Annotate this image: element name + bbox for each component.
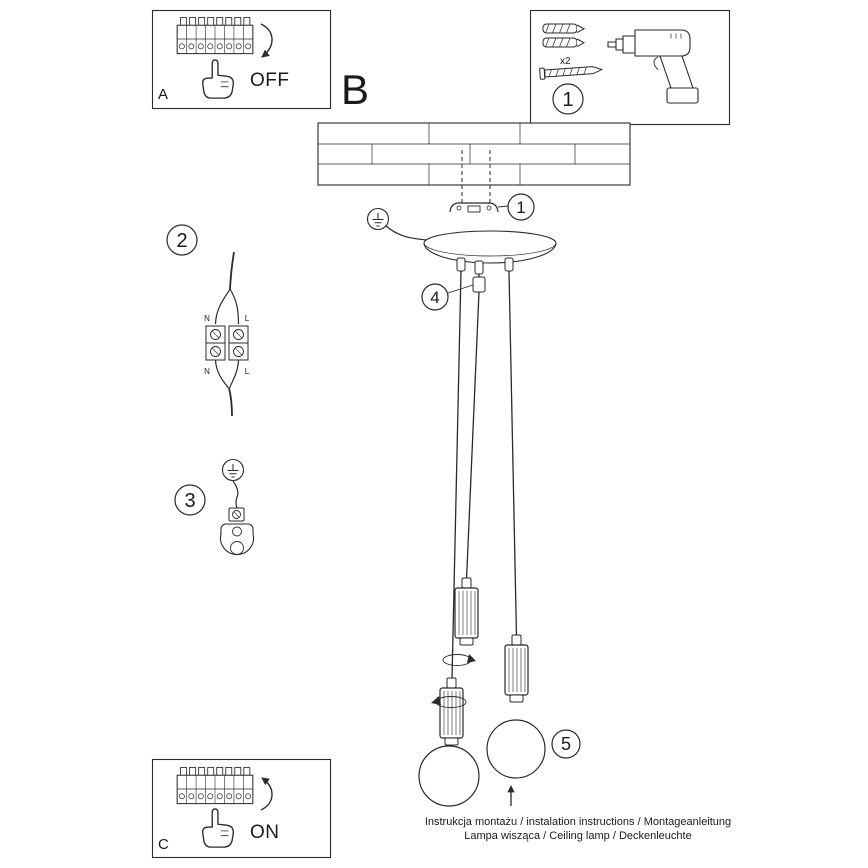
drill-icon: [607, 29, 699, 104]
wire-label-n-bottom: N: [204, 367, 210, 376]
footer-line2: Lampa wisząca / Ceiling lamp / Deckenleu…: [464, 830, 691, 842]
ceiling-canopy: [423, 230, 557, 275]
mounting-screws-dashed: [461, 150, 491, 203]
rotate-arrowhead-2: [431, 696, 441, 705]
step1-leader-line: [497, 205, 509, 208]
lamp-holder-right: [504, 634, 529, 703]
off-label: OFF: [250, 70, 290, 91]
mounting-bracket-group: 1: [449, 150, 535, 221]
terminal-block: [205, 325, 249, 361]
wire-label-n-top: N: [204, 314, 210, 323]
wiring-diagram: 2 N L N L: [166, 224, 250, 417]
step-number-bulb: 5: [551, 729, 581, 759]
ground-clamp-icon: [219, 523, 255, 556]
wall-anchor-icon: [542, 23, 586, 34]
flip-down-arrow-icon: [260, 23, 273, 58]
svg-text:1: 1: [516, 198, 525, 217]
lamp-holder-middle: [454, 577, 479, 646]
earth-symbol-icon: [366, 207, 390, 231]
split-wires-top: [214, 288, 240, 325]
split-wires-bottom: [214, 359, 240, 389]
supply-cable-bottom: [228, 387, 233, 417]
cord-grip-middle: [474, 260, 484, 275]
on-label: ON: [250, 822, 280, 843]
footer-line1: Instrukcja montażu / instalation instruc…: [425, 816, 731, 828]
rotate-arrow-icon-1: [442, 654, 472, 666]
cord-grip-left: [456, 257, 466, 272]
lamp-holders: [439, 577, 529, 746]
cord-grip-right: [504, 257, 514, 272]
wire-label-l-bottom: L: [245, 367, 250, 376]
section-c-frame: [151, 758, 332, 859]
supply-cable-top: [229, 251, 235, 290]
anchor-qty-label: x2: [560, 56, 571, 67]
step-number-ground: 3: [174, 484, 206, 516]
glass-spheres: [418, 719, 546, 807]
flip-up-arrow-icon: [260, 777, 273, 811]
section-a: OFF A: [151, 9, 332, 110]
step-number-tools: 1: [552, 83, 584, 115]
step-number-wiring: 2: [166, 224, 198, 256]
glass-sphere-left: [418, 745, 480, 807]
screw-icon: [539, 66, 604, 80]
tools-box: x2 1: [529, 9, 731, 126]
section-c-label: C: [158, 836, 169, 853]
cord-connector: [472, 276, 486, 293]
lamp-holder-left: [439, 677, 464, 746]
ground-diagram: 3: [174, 458, 255, 556]
ground-terminal: [228, 507, 245, 522]
section-b-label: B: [341, 66, 369, 113]
svg-text:2: 2: [176, 230, 187, 252]
rotate-arrowhead-1: [467, 654, 476, 663]
wire-label-l-top: L: [245, 314, 250, 323]
svg-text:1: 1: [562, 89, 573, 111]
step4-leader-line: [447, 284, 474, 294]
ground-lead-wire: [232, 480, 239, 509]
step-number-bracket: 1: [507, 193, 535, 221]
ground-wire: [385, 225, 433, 242]
section-c: ON C: [151, 758, 332, 859]
cord-right: [508, 270, 518, 638]
cord-middle: [465, 274, 480, 581]
wall-anchor-icon-2: [542, 37, 586, 48]
svg-text:4: 4: [430, 288, 439, 307]
step-number-cord-grip: 4: [421, 283, 449, 311]
svg-text:3: 3: [184, 490, 195, 512]
ceiling-illustration: [317, 122, 631, 186]
earth-symbol-icon-2: [221, 458, 245, 482]
mounting-bracket-icon: [449, 202, 499, 213]
glass-sphere-right: [486, 719, 546, 779]
rotation-arrows: [431, 654, 476, 708]
svg-text:5: 5: [561, 734, 571, 754]
cord-left: [451, 270, 462, 681]
section-a-label: A: [158, 86, 168, 103]
